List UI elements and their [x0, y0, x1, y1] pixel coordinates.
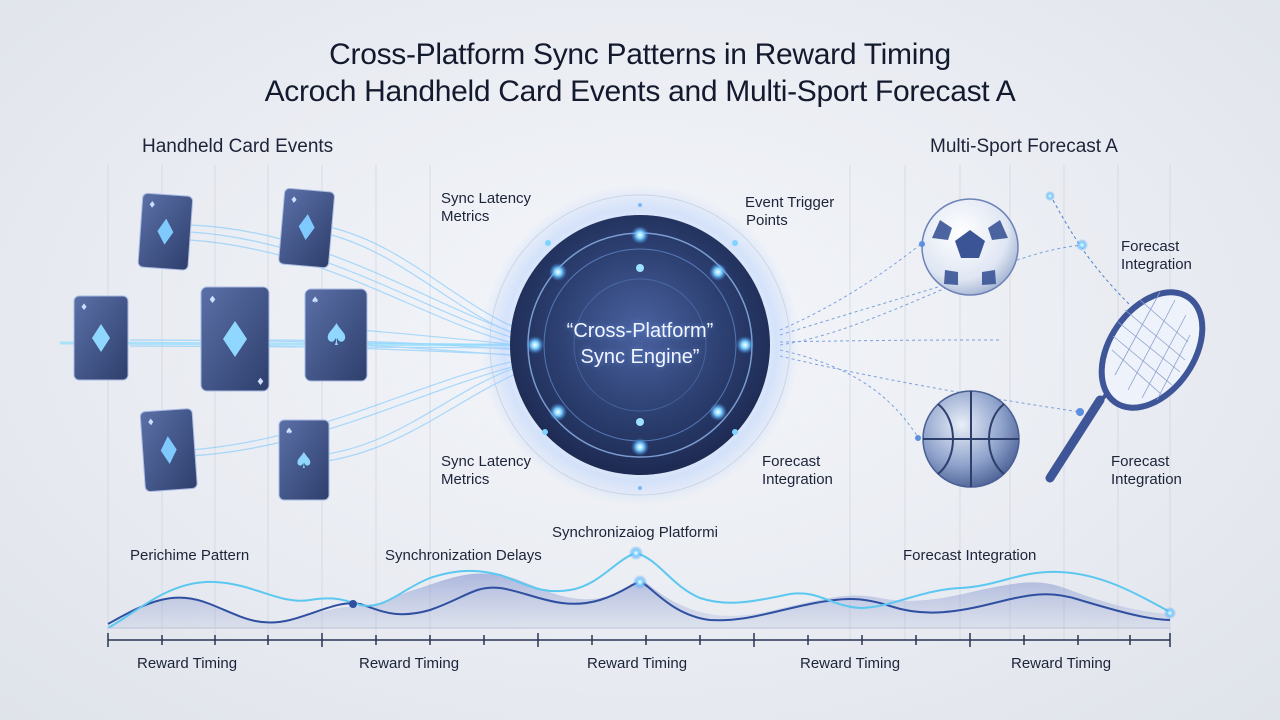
basketball-icon	[922, 390, 1020, 488]
reward-timing-wave	[107, 546, 1176, 629]
card-icon-2: ♦	[278, 187, 335, 269]
svg-text:♠: ♠	[294, 449, 314, 474]
engine-node	[709, 403, 727, 421]
engine-node	[736, 336, 754, 354]
card-icon-5: ♠ ♠	[304, 288, 368, 382]
svg-text:♦: ♦	[146, 418, 155, 429]
svg-text:♠: ♠	[311, 296, 319, 306]
annotation-line: Sync Latency	[441, 453, 532, 470]
annotation-line: Forecast	[762, 453, 821, 470]
wave-label-left: Perichime Pattern	[130, 547, 250, 564]
annotation-line: Forecast	[1121, 238, 1180, 255]
annotation-forecast-integration-upper: Forecast Integration	[1121, 238, 1192, 274]
diagram-title-line1: Cross-Platform Sync Patterns in Reward T…	[329, 38, 951, 71]
engine-node	[638, 203, 642, 207]
svg-text:♠: ♠	[285, 427, 293, 437]
handheld-card-events-label: Handheld Card Events	[142, 136, 334, 157]
annotation-line: Forecast	[1111, 453, 1170, 470]
engine-node	[638, 486, 642, 490]
reward-timing-label: Reward Timing	[800, 655, 901, 672]
tennis-racket-icon	[1045, 289, 1206, 483]
engine-node	[526, 336, 544, 354]
reward-timing-label: Reward Timing	[359, 655, 460, 672]
card-icon-1: ♦	[137, 192, 194, 271]
engine-node	[636, 264, 644, 272]
wave-label-right: Forecast Integration	[903, 547, 1037, 564]
reward-timing-label: Reward Timing	[137, 655, 238, 672]
reward-timing-label: Reward Timing	[1011, 655, 1112, 672]
timeline-axis	[107, 633, 1171, 647]
diagram-title-line2: Acroch Handheld Card Events and Multi-Sp…	[264, 75, 1016, 108]
svg-text:♦: ♦	[80, 303, 88, 313]
annotation-forecast-integration-center: Forecast Integration	[762, 453, 833, 489]
engine-node	[636, 418, 644, 426]
svg-text:♦: ♦	[148, 200, 157, 211]
sync-engine-label: “Cross-Platform” Sync Engine”	[505, 318, 775, 370]
card-icon-7: ♠ ♠	[278, 419, 330, 501]
engine-node	[545, 240, 551, 246]
annotation-event-trigger: Event Trigger Points	[745, 194, 834, 230]
engine-node	[732, 240, 738, 246]
engine-node	[631, 438, 649, 456]
svg-text:♠: ♠	[323, 318, 350, 353]
forecast-nodes	[915, 191, 1088, 441]
annotation-line: Sync Latency	[441, 190, 532, 207]
engine-node	[709, 263, 727, 281]
reward-timing-label: Reward Timing	[587, 655, 688, 672]
sync-engine-label-line1: “Cross-Platform”	[566, 320, 714, 342]
annotation-forecast-integration-lower: Forecast Integration	[1111, 453, 1182, 489]
annotation-line: Metrics	[441, 208, 490, 225]
soccer-ball-icon	[921, 198, 1019, 296]
card-icon-6: ♦	[139, 408, 198, 492]
annotation-line: Metrics	[441, 471, 490, 488]
annotation-line: Integration	[762, 471, 833, 488]
multi-sport-forecast-label: Multi-Sport Forecast A	[930, 136, 1118, 157]
engine-node	[549, 403, 567, 421]
card-icon-3: ♦	[73, 295, 129, 381]
engine-node	[542, 429, 548, 435]
sync-engine-label-line2: Sync Engine”	[580, 346, 700, 368]
annotation-line: Integration	[1111, 471, 1182, 488]
forecast-connector-line	[1049, 194, 1131, 306]
annotation-line: Points	[746, 212, 788, 229]
svg-text:♦: ♦	[208, 295, 217, 306]
svg-text:♦: ♦	[289, 195, 298, 206]
annotation-sync-latency-bottom: Sync Latency Metrics	[441, 453, 531, 489]
engine-node	[732, 429, 738, 435]
wave-label-mid-left: Synchronization Delays	[385, 547, 542, 564]
engine-node	[631, 226, 649, 244]
engine-node	[549, 263, 567, 281]
svg-text:♦: ♦	[256, 377, 265, 388]
card-icon-4: ♦ ♦	[200, 286, 270, 392]
main-flow-beam	[59, 341, 521, 347]
engine-nodes	[526, 203, 754, 490]
annotation-line: Event Trigger	[745, 194, 835, 211]
annotation-line: Integration	[1121, 256, 1192, 273]
annotation-sync-latency-top: Sync Latency Metrics	[441, 190, 531, 226]
wave-label-center: Synchronizaiog Platformi	[552, 524, 718, 541]
